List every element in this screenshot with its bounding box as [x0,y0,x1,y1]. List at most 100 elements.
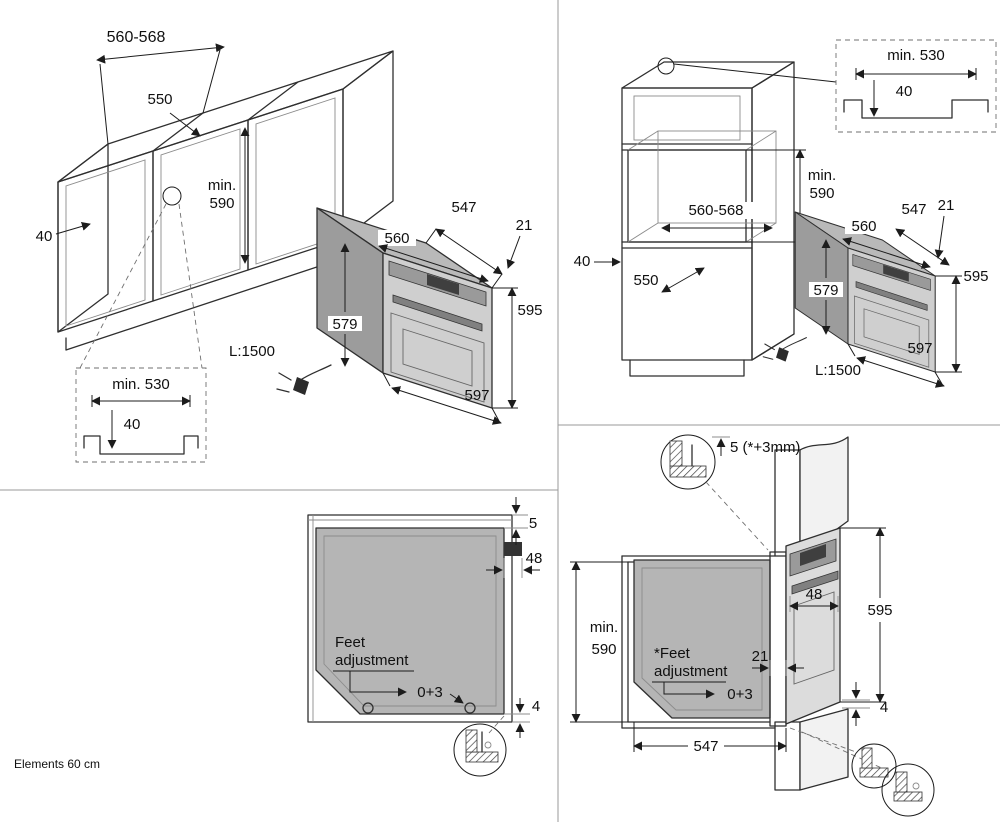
dim-label-inner-width: 550 [147,91,172,108]
dim-front-offset: 21 [752,648,804,676]
top-gap-detail-callout: 5 (*+3mm) [660,434,800,551]
dim-oven-depth: 547 [425,199,503,289]
detail-label-gap: 40 [896,83,913,100]
dim-label-niche-height-1: min. [808,167,836,184]
feet-range-label: 0+3 [727,686,752,703]
vent-gap-callout-circle [657,57,675,75]
door-window [793,591,835,685]
display [800,544,826,566]
dim-handle-depth: 48 [486,550,542,578]
dim-label-depth: 547 [693,738,718,755]
dim-label-oven-front-width: 597 [907,340,932,357]
dim-niche-width: 560-568 [661,202,773,233]
dim-label-rear-gap: 40 [36,228,53,245]
dim-front-height: 595 [840,527,893,703]
cable-length-label: L:1500 [229,343,275,360]
dim-label-oven-top-width: 560 [384,230,409,247]
dim-label-oven-front-height: 595 [517,302,542,319]
feet-adjustment-label-1: *Feet [654,645,691,662]
dim-label-niche-height-2: 590 [591,641,616,658]
dim-label-oven-top-width: 560 [851,218,876,235]
dim-label-oven-front-height: 595 [963,268,988,285]
dim-handle-depth: 48 [789,586,839,612]
dim-oven-front-width: 597 [847,340,945,388]
dim-niche-depth: 550 [633,267,705,293]
dim-label-front-height: 595 [867,602,892,619]
dim-niche-height: min. 590 [746,149,836,243]
dim-oven-front-height: 595 [492,287,543,409]
dim-oven-top-width: 560 [842,218,931,269]
feet-adjustment-label-1: Feet [335,634,366,651]
feet-range-label: 0+3 [417,684,442,701]
dim-label-handle-depth: 48 [526,550,543,567]
dim-niche-height: min. 590 [570,561,628,723]
feet-adjustment-label-2: adjustment [654,663,728,680]
tall-cabinet-drawing [621,57,837,377]
panel-plan-view: 5 48 Feet adjustment 0+3 4 [14,497,542,777]
dim-label-oven-body-height: 579 [813,282,838,299]
dim-label-oven-depth: 547 [451,199,476,216]
panel-base-cabinet-installation: 560-568 550 min. 590 40 min. 530 40 [36,29,543,463]
dim-oven-body-height: 579 [328,243,362,367]
detail-label-gap: 40 [124,416,141,433]
dim-rear-gap: 40 [574,253,621,270]
dim-rear-gap: 40 [36,221,91,245]
dim-label-niche-height-1: min. [590,619,618,636]
fascia-section [769,551,787,727]
niche-plan-outline [307,514,513,723]
feet-adjustment-label-2: adjustment [335,652,409,669]
detail-label-min-width: min. 530 [112,376,170,393]
feet-adjustment-note: *Feet adjustment 0+3 [652,645,753,703]
dim-oven-front-offset: 21 [934,197,955,259]
dim-bottom-gap: 4 [842,682,888,726]
rear-gap-callout-circle [162,186,182,206]
dim-label-bottom-gap: 4 [880,699,888,716]
rear-gap-detail-box: min. 530 40 [835,39,997,133]
dim-label-niche-height-2: 590 [209,195,234,212]
dim-cabinet-width: 560-568 [96,29,225,145]
panel-section-view: 5 (*+3mm) min. 590 595 48 21 *Feet adj [570,434,935,817]
dim-label-niche-height-1: min. [208,177,236,194]
bottom-detail-callouts [789,727,935,817]
dim-label-bottom-gap: 4 [532,698,540,715]
dim-label-oven-front-offset: 21 [938,197,955,214]
dim-niche-height: min. 590 [208,127,250,264]
handle-section [504,542,522,556]
dim-label-niche-depth: 550 [633,272,658,289]
detail-label-min-width: min. 530 [887,47,945,64]
dim-label-top-gap: 5 [529,515,537,532]
oven-drawing: 560 547 21 595 579 [229,199,543,425]
dim-oven-depth: 547 [895,201,950,266]
oven-plan-body [315,527,522,715]
dim-label-top-gap: 5 (*+3mm) [730,439,800,456]
dim-label-oven-body-height: 579 [332,316,357,333]
dim-bottom-gap: 4 [504,698,540,738]
dim-label-rear-gap: 40 [574,253,591,270]
foot-left [362,702,374,714]
panel-tall-cabinet-installation: 560-568 min. 590 40 550 min. 530 40 [574,39,997,388]
dim-label-cabinet-width: 560-568 [107,29,166,46]
dim-depth: 547 [633,722,787,755]
dim-label-oven-front-width: 597 [464,387,489,404]
dim-label-oven-depth: 547 [901,201,926,218]
dim-label-niche-height-2: 590 [809,185,834,202]
rear-gap-detail-box: min. 530 40 [75,367,207,463]
cable-length-label: L:1500 [815,362,861,379]
dim-label-niche-width: 560-568 [688,202,743,219]
dim-label-front-offset: 21 [752,648,769,665]
dim-oven-front-height: 595 [935,268,989,373]
dim-oven-top-width: 560 [378,230,489,283]
footer-note: Elements 60 cm [14,757,100,771]
dim-oven-front-offset: 21 [506,217,532,269]
base-cabinet-drawing [57,50,394,369]
foot-right [464,702,476,714]
dim-label-handle-depth: 48 [806,586,823,603]
dim-oven-front-width: 597 [382,372,502,425]
dim-oven-body-height: 579 [809,239,843,335]
feet-adjustment-note: Feet adjustment 0+3 [333,634,464,704]
door-handle [791,570,839,595]
oven-section [633,527,841,727]
